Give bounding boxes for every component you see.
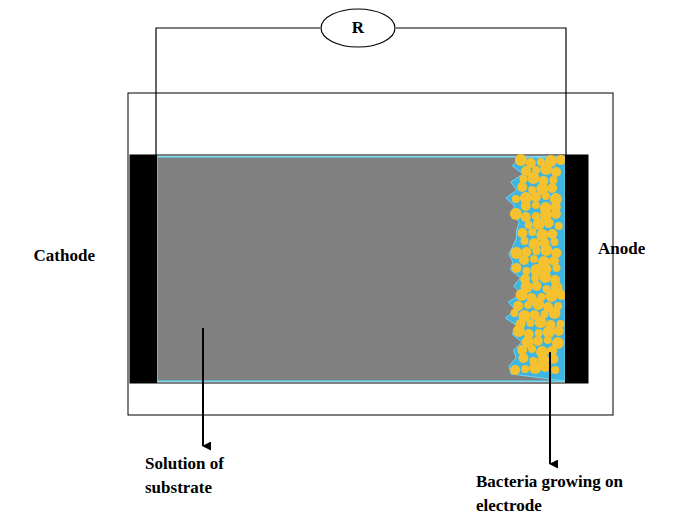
resistor-symbol: R — [320, 8, 396, 48]
leader-arrow — [549, 352, 551, 464]
bacteria-biofilm — [505, 154, 566, 381]
leader-arrow — [202, 328, 204, 446]
node-label: Anode — [598, 237, 645, 261]
chamber — [130, 155, 588, 383]
node-label: Cathode — [34, 244, 95, 268]
wire — [396, 28, 566, 155]
bacteria-label: Bacteria growing on electrode — [476, 470, 631, 518]
solution-label: Solution of substrate — [145, 452, 270, 500]
outer-housing — [128, 93, 613, 415]
cathode-electrode: Cathode — [130, 155, 157, 383]
anode-electrode: Anode — [565, 155, 588, 383]
substrate-solution — [157, 157, 565, 381]
node-label: R — [352, 16, 364, 40]
wire — [156, 28, 320, 155]
